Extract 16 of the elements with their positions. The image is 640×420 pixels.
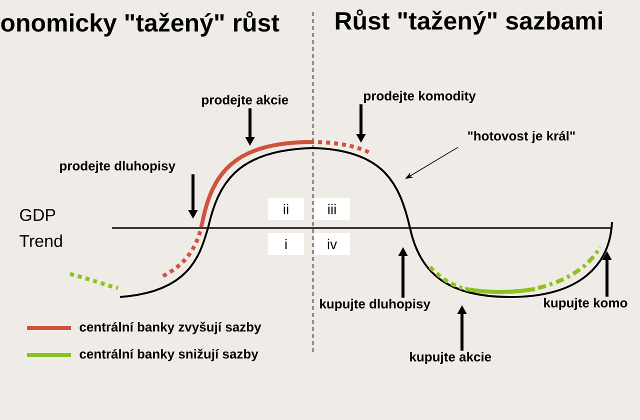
quadrant-box: ii — [268, 198, 304, 220]
action-label: prodejte akcie — [202, 94, 288, 108]
action-label: prodejte dluhopisy — [60, 160, 176, 174]
quadrant-box: i — [268, 233, 304, 255]
action-label: kupujte komo — [544, 298, 628, 310]
axis-label: GDP Trend — [20, 208, 62, 248]
legend-text: centrální banky snižují sazby — [80, 348, 258, 362]
action-label: kupujte akcie — [410, 352, 492, 364]
action-label: kupujte dluhopisy — [320, 298, 430, 312]
heading: onomicky "tažený" růst — [1, 11, 280, 37]
heading: Růst "tažený" sazbami — [336, 9, 602, 35]
action-label: "hotovost je král" — [468, 130, 575, 144]
action-label: prodejte komodity — [364, 90, 476, 104]
quadrant-box: iv — [314, 233, 350, 255]
quadrant-box: iii — [314, 198, 350, 220]
legend-text: centrální banky zvyšují sazby — [80, 322, 262, 334]
